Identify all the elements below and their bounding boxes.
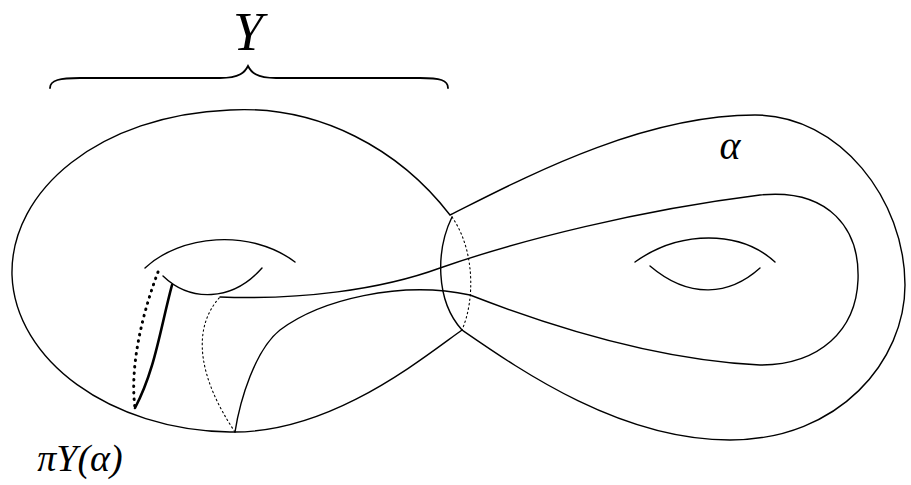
left-hole-upper [145, 240, 295, 268]
subsurface-brace [50, 66, 448, 88]
waist-curve-back [452, 217, 471, 330]
projection-arc-back [134, 272, 158, 408]
projection-arc [135, 285, 172, 408]
genus-two-surface [12, 110, 905, 440]
right-hole-upper [635, 238, 775, 262]
waist-curve-front [441, 217, 462, 330]
projection-label: πY(α) [37, 439, 122, 477]
right-hole-lower [650, 266, 760, 290]
alpha-curve [220, 194, 858, 432]
left-hole-lower [163, 268, 262, 295]
subsurface-label: Y [233, 5, 263, 59]
curve-label: α [720, 126, 741, 166]
alpha-curve-back [202, 297, 235, 432]
